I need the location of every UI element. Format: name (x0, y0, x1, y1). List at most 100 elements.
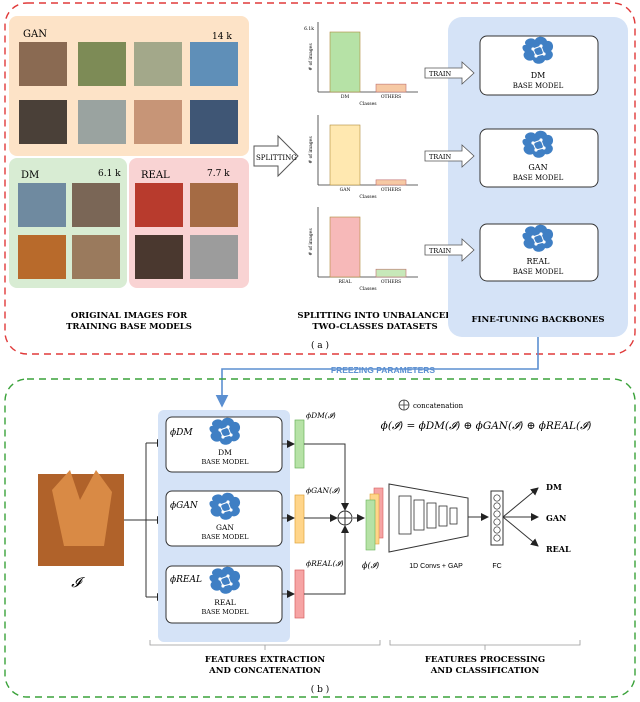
gan-group-box (9, 16, 249, 156)
feature-label-real: ϕREAL(𝓘) (306, 559, 344, 568)
chart-ylabel: # of images (308, 228, 314, 256)
finetune-caption: FINE-TUNING BACKBONES (471, 315, 604, 325)
chart-bar-dm (329, 31, 361, 93)
feature-vector-dm (294, 419, 305, 469)
real-group-count: 7.7 k (207, 169, 230, 179)
chart-category-label: OTHERS (381, 94, 401, 100)
conv-label: 1D Convs + GAP (409, 563, 463, 570)
feature-label-gan: ϕGAN(𝓘) (306, 486, 340, 495)
extraction-caption-line1: FEATURES EXTRACTION (205, 655, 326, 665)
panel-a-border (4, 2, 636, 355)
base-model-gan-sub: BASE MODEL (513, 174, 564, 182)
concatenated-feature (365, 487, 384, 551)
base-model-gan-card: GAN BASE MODEL (479, 128, 599, 188)
chart-ytick: 6.1k (304, 26, 314, 32)
images-caption-line2: TRAINING BASE MODELS (66, 322, 192, 332)
base-model-dm-sub: BASE MODEL (513, 82, 564, 90)
gan-image-6 (78, 100, 126, 144)
gan-image-3 (134, 42, 182, 86)
dm-image-2 (72, 183, 120, 227)
train-label-dm: TRAIN (429, 70, 451, 78)
splitting-caption-line1: SPLITTING INTO UNBALANCED (297, 311, 453, 321)
real-image-grid (135, 183, 238, 279)
train-arrow-gan: TRAIN (424, 144, 475, 168)
base-model-dm-name: DM (531, 71, 546, 80)
frozen-model-gan: ϕGAN GAN BASE MODEL (165, 490, 283, 547)
base-model-gan-name: GAN (528, 163, 547, 172)
splitting-arrow-label: SPLITTING (256, 154, 297, 162)
dm-group-count: 6.1 k (98, 169, 121, 179)
dm-image-grid (18, 183, 120, 279)
train-label-gan: TRAIN (429, 153, 451, 161)
train-arrow-real: TRAIN (424, 238, 475, 262)
chart-xlabel: Classes (359, 101, 377, 107)
chart-bar-real (329, 216, 361, 278)
phi-real-label: ϕREAL (170, 575, 202, 585)
frozen-model-dm: ϕDM DM BASE MODEL (165, 416, 283, 473)
splitting-arrow (253, 134, 299, 178)
panel-b-border (4, 378, 636, 698)
dm-image-3 (18, 235, 66, 279)
dm-image-1 (18, 183, 66, 227)
frozen-model-real: ϕREAL REAL BASE MODEL (165, 565, 283, 624)
input-symbol: 𝓘 (71, 575, 85, 591)
base-model-real-sub: BASE MODEL (513, 268, 564, 276)
real-image-4 (190, 235, 238, 279)
chart-category-label: OTHERS (381, 187, 401, 193)
frozen-model-dm-name: DM (218, 448, 232, 457)
chart-category-label: DM (341, 94, 350, 100)
chart-ylabel: # of images (308, 43, 314, 71)
phi-dm-label: ϕDM (170, 428, 193, 438)
conv-encoder (388, 483, 469, 553)
concat-legend-text: concatenation (413, 402, 464, 410)
train-arrow-dm: TRAIN (424, 61, 475, 85)
gan-image-2 (78, 42, 126, 86)
gan-image-1 (19, 42, 67, 86)
dm-group-label: DM (21, 170, 39, 181)
frozen-model-real-sub: BASE MODEL (202, 608, 250, 616)
splitting-caption-line2: TWO-CLASSES DATASETS (312, 322, 437, 332)
concat-operator-icon (337, 510, 353, 526)
freezing-label: FREEZING PARAMETERS (331, 365, 436, 375)
chart-bar-gan (329, 124, 361, 186)
frozen-model-real-name: REAL (214, 598, 236, 607)
real-image-2 (190, 183, 238, 227)
base-model-real-card: REAL BASE MODEL (479, 223, 599, 282)
frozen-model-dm-sub: BASE MODEL (202, 458, 250, 466)
concatenated-feature-label: ϕ(𝓘) (362, 561, 379, 570)
base-model-real-name: REAL (527, 257, 551, 266)
feature-vector-real (294, 569, 305, 619)
chart-bar-others (375, 179, 407, 186)
freezing-connector (215, 337, 539, 408)
input-image-fox-shape (52, 470, 112, 546)
processing-brace (389, 640, 581, 650)
chart-xlabel: Classes (359, 194, 377, 200)
chart-bar-others (375, 83, 407, 93)
chart-category-label: OTHERS (381, 279, 401, 285)
phi-gan-label: ϕGAN (170, 501, 199, 511)
processing-caption-line1: FEATURES PROCESSING (425, 655, 545, 665)
real-group-label: REAL (141, 170, 170, 181)
gan-image-8 (190, 100, 238, 144)
feature-label-dm: ϕDM(𝓘) (306, 411, 336, 420)
gan-image-4 (190, 42, 238, 86)
fc-layer (490, 490, 504, 546)
concat-lines (304, 443, 365, 595)
fc-label: FC (492, 563, 501, 570)
real-image-1 (135, 183, 183, 227)
extraction-caption-line2: AND CONCATENATION (208, 666, 321, 676)
output-label-gan: GAN (546, 513, 566, 523)
output-label-dm: DM (546, 482, 562, 492)
gan-group-label: GAN (23, 29, 47, 40)
chart-xlabel: Classes (359, 286, 377, 292)
gan-image-grid (19, 42, 238, 144)
chart-bar-others (375, 268, 407, 278)
chart-category-label: REAL (339, 279, 352, 285)
extraction-brace (149, 640, 381, 650)
feature-vectors: ϕDM(𝓘) ϕGAN(𝓘) ϕREAL(𝓘) (282, 411, 344, 619)
